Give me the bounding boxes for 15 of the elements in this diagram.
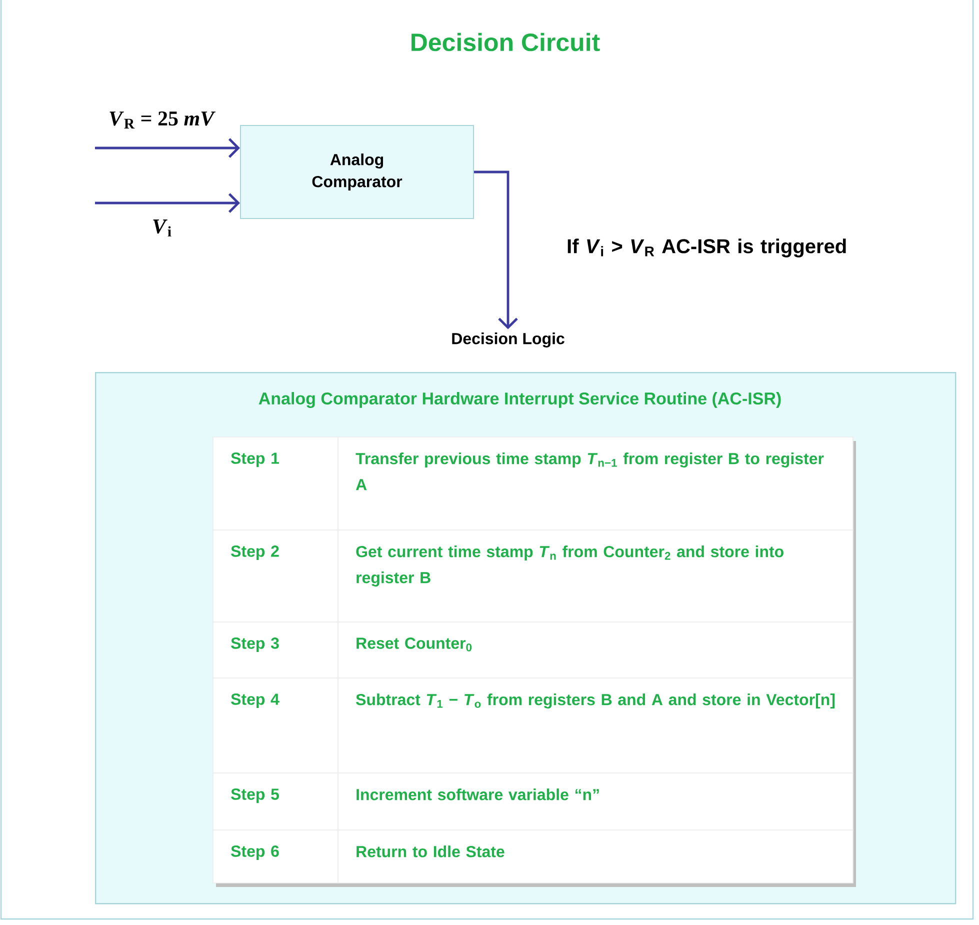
edge-label: V$_{R}$ = 25 mV	[110, 111, 216, 128]
table-cell: Step 3	[212, 622, 338, 678]
table-cell: Step 6	[212, 830, 338, 884]
table-cell: Step 4	[212, 678, 338, 774]
arrow	[474, 170, 518, 330]
edge-label: V$_{i}$	[153, 220, 172, 236]
output-label: Decision Logic	[452, 332, 564, 348]
table-cell: Step 5	[212, 772, 338, 830]
arrow	[95, 138, 240, 158]
arrow	[95, 193, 240, 213]
title: Decision Circuit	[412, 32, 600, 52]
table-cell: Step 1	[212, 436, 338, 530]
edge-label: If V$_{i}$ > V$_{R}$ AC-ISR is triggered	[568, 238, 846, 258]
comparator-box: Analog Comparator	[240, 125, 474, 219]
table-cell: Step 2	[212, 530, 338, 622]
